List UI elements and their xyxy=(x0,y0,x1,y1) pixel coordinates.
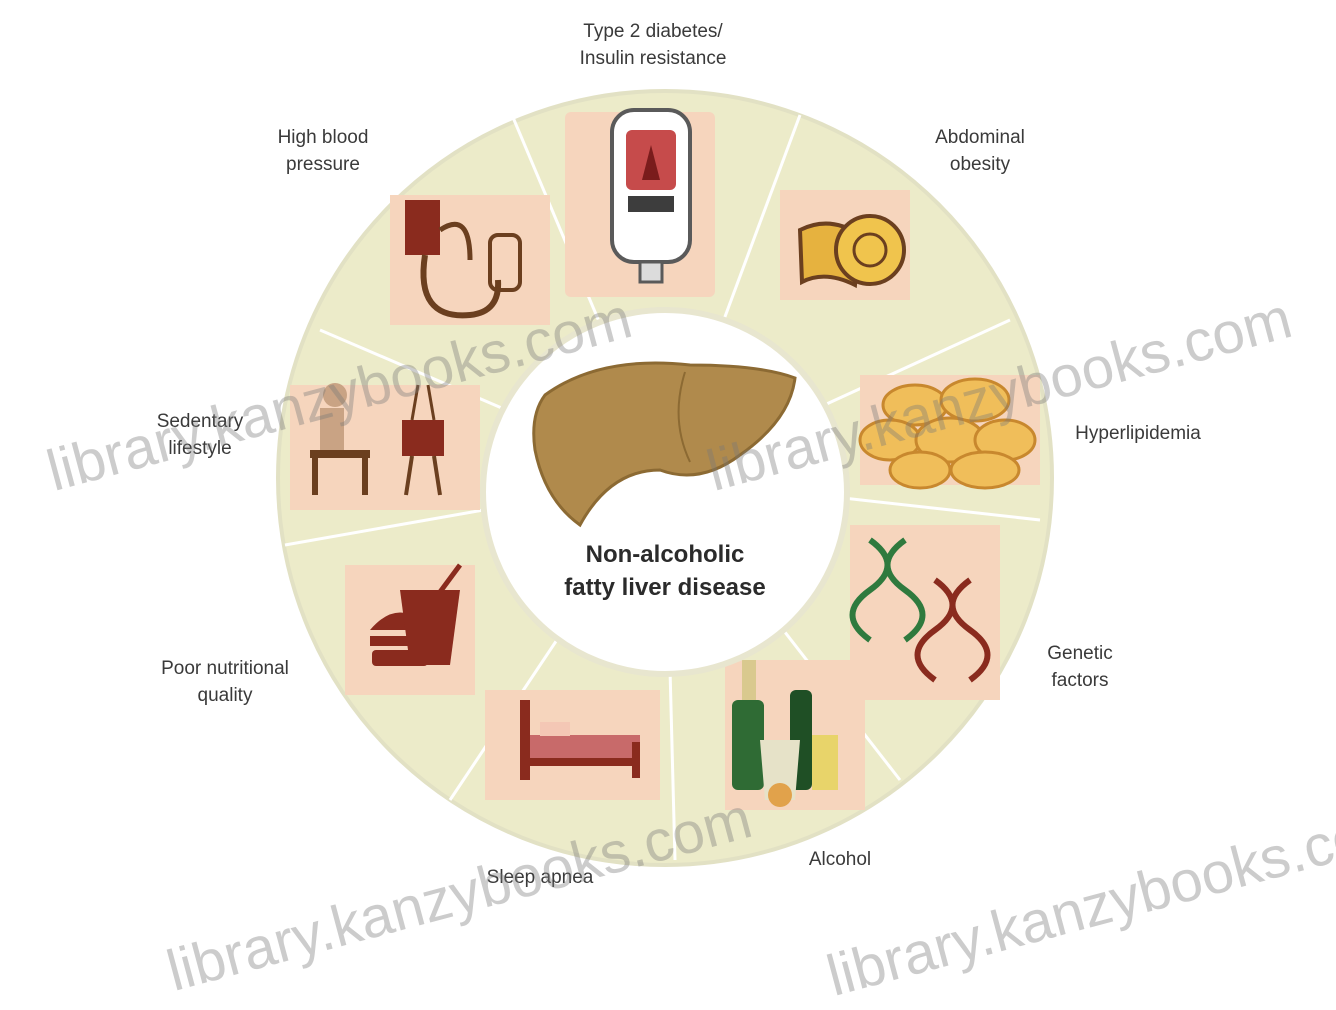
label-abdominal-obesity: Abdominal obesity xyxy=(905,124,1055,178)
label-sleep-apnea: Sleep apnea xyxy=(460,864,620,891)
label-poor-nutrition: Poor nutritional quality xyxy=(130,655,320,709)
label-hyperlipidemia: Hyperlipidemia xyxy=(1048,420,1228,447)
nafld-diagram xyxy=(0,0,1336,925)
diagram-canvas: Non-alcoholic fatty liver disease Type 2… xyxy=(0,0,1336,925)
tape-measure-icon xyxy=(800,216,904,285)
center-title: Non-alcoholic fatty liver disease xyxy=(520,538,810,604)
label-sedentary-lifestyle: Sedentary lifestyle xyxy=(130,408,270,462)
label-alcohol: Alcohol xyxy=(780,846,900,873)
glucose-meter-icon xyxy=(612,110,690,282)
label-diabetes: Type 2 diabetes/ Insulin resistance xyxy=(548,18,758,72)
center-title-line2: fatty liver disease xyxy=(520,571,810,604)
label-high-blood-pressure: High blood pressure xyxy=(248,124,398,178)
center-title-line1: Non-alcoholic xyxy=(520,538,810,571)
label-genetic-factors: Genetic factors xyxy=(1020,640,1140,694)
